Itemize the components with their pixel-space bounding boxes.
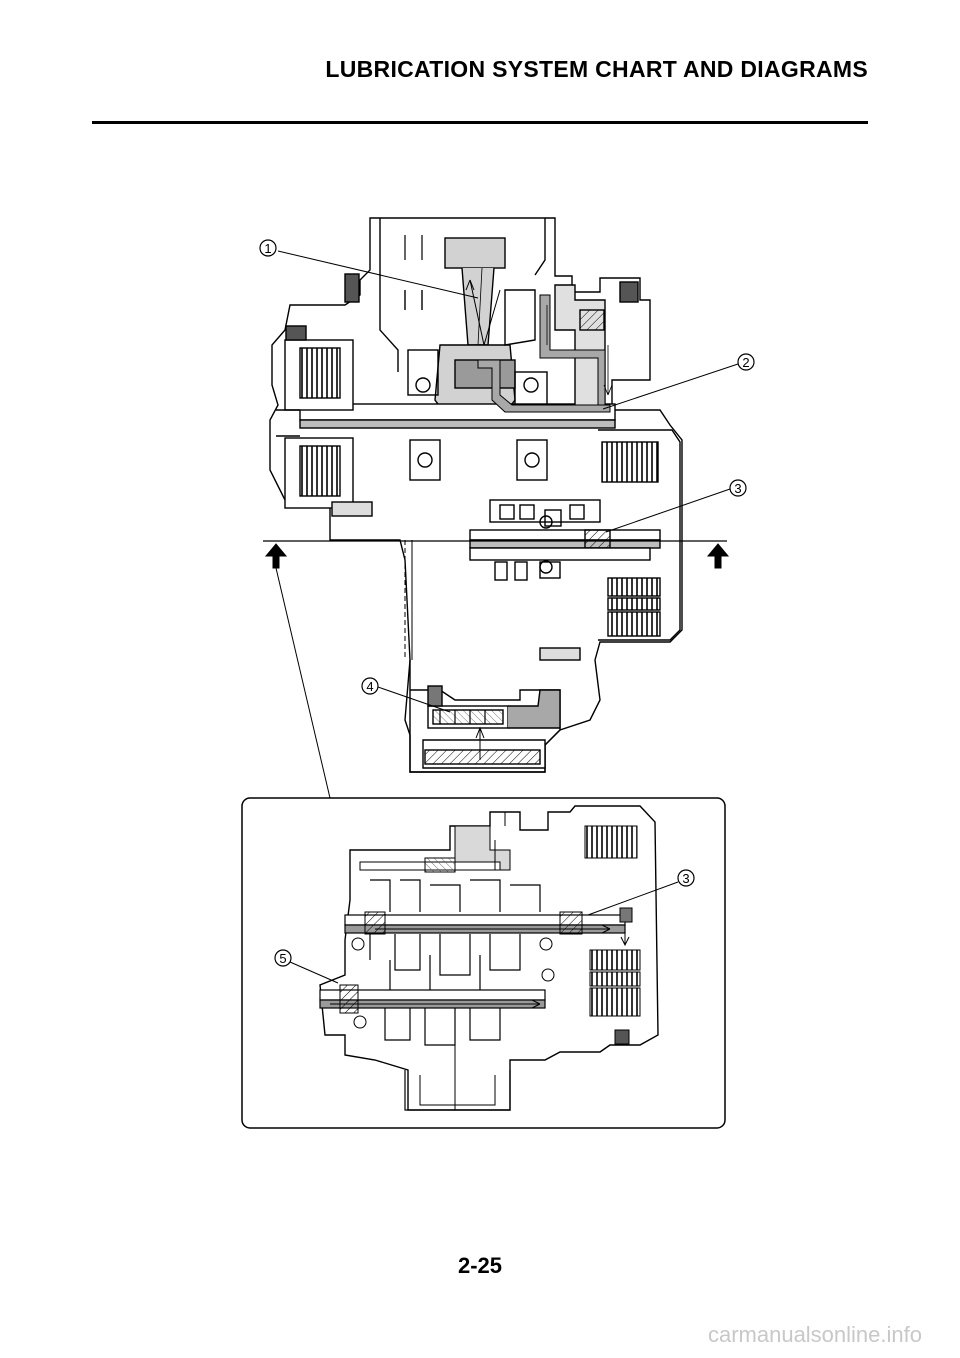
watermark: carmanualsonline.info xyxy=(707,1322,922,1347)
detail-box xyxy=(241,797,726,1129)
section-line xyxy=(263,540,730,799)
callout-1: 1 xyxy=(259,239,277,257)
page-title: LUBRICATION SYSTEM CHART AND DIAGRAMS xyxy=(325,56,868,82)
callout-5: 5 xyxy=(274,949,292,967)
engine-cross-section xyxy=(269,217,683,773)
section-arrow-right-icon xyxy=(706,543,730,569)
svg-text:5: 5 xyxy=(279,951,286,966)
svg-text:3: 3 xyxy=(734,481,741,496)
title-divider xyxy=(92,121,868,124)
svg-text:1: 1 xyxy=(264,241,271,256)
callouts-lower xyxy=(289,881,679,984)
callouts-upper xyxy=(277,250,739,713)
svg-text:4: 4 xyxy=(366,679,373,694)
callout-3-detail: 3 xyxy=(677,869,695,887)
svg-text:3: 3 xyxy=(682,871,689,886)
page-number: 2-25 xyxy=(457,1253,503,1278)
svg-text:2: 2 xyxy=(742,355,749,370)
callout-4: 4 xyxy=(361,677,379,695)
section-arrow-left-icon xyxy=(264,543,288,569)
callout-2: 2 xyxy=(737,353,755,371)
callout-3: 3 xyxy=(729,479,747,497)
